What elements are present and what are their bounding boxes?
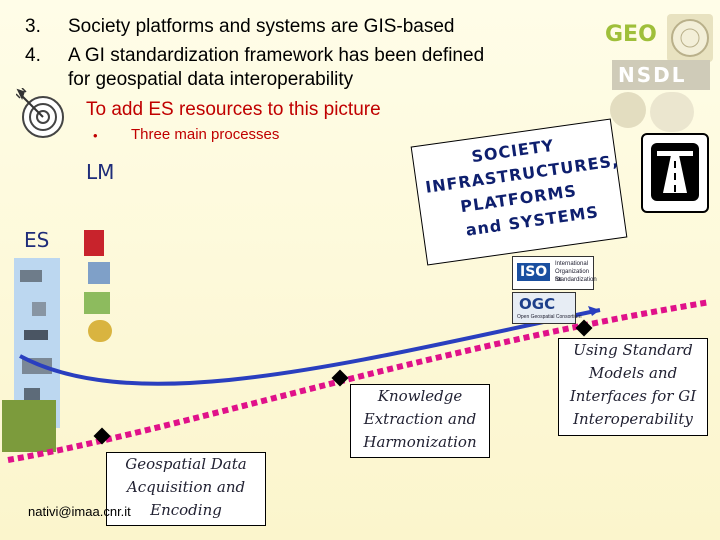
process-standards-line4: Interoperability (573, 410, 693, 428)
seal-logo (667, 14, 713, 62)
process-standards-line2: Models and (588, 364, 678, 382)
ogc-logo: OGC Open Geospatial Consortium (512, 292, 581, 324)
round-logo-2 (650, 92, 694, 132)
nsdl-logo: NSDL (612, 60, 710, 90)
process-knowledge-line1: Knowledge (377, 387, 463, 405)
process-acquisition-line2: Acquisition and (126, 478, 246, 496)
item-3-text: Society platforms and systems are GIS-ba… (68, 16, 455, 37)
round-logo-1 (610, 92, 646, 128)
process-standards-line3: Interfaces for GI (569, 387, 697, 405)
process-box-acquisition: Geospatial Data Acquisition and Encoding (106, 452, 266, 526)
process-box-knowledge: Knowledge Extraction and Harmonization (350, 384, 490, 458)
process-acquisition-line3: Encoding (150, 501, 222, 519)
ground-image (2, 400, 56, 452)
item-3-number: 3. (25, 16, 41, 37)
geo-logo: GEO (605, 22, 657, 47)
author-email: nativi@imaa.cnr.it (28, 504, 131, 519)
lm-label: LM (86, 160, 115, 184)
process-acquisition-line1: Geospatial Data (125, 455, 247, 473)
process-knowledge-line2: Extraction and (363, 410, 477, 428)
item-4-number: 4. (25, 45, 41, 66)
item-4-text-line2: for geospatial data interoperability (68, 69, 354, 90)
item-4-text: A GI standardization framework has been … (68, 45, 485, 66)
bullet-dot: • (93, 128, 98, 143)
es-satellite-strip (14, 258, 60, 428)
bullet-text: Three main processes (131, 126, 280, 143)
process-knowledge-line3: Harmonization (363, 433, 477, 451)
process-box-standards: Using Standard Models and Interfaces for… (558, 338, 708, 436)
iso-logo: ISO International Organization for Stand… (512, 256, 597, 290)
target-icon (16, 88, 64, 138)
process-standards-line1: Using Standard (573, 341, 693, 359)
es-label: ES (24, 228, 50, 252)
subitem-text: To add ES resources to this picture (86, 99, 381, 120)
motorway-sign-icon (641, 133, 709, 213)
lm-images (84, 200, 122, 350)
